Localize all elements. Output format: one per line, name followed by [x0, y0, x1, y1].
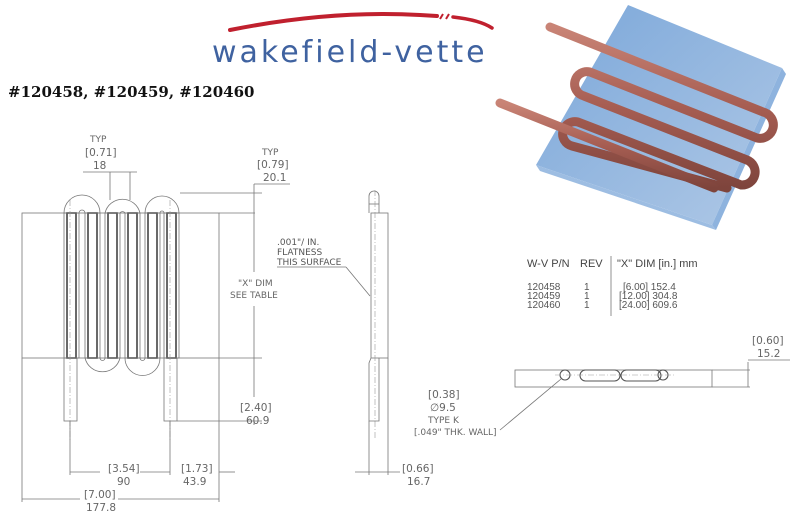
side-view: .001"/ IN. FLATNESS THIS SURFACE [0.66] …: [276, 190, 434, 488]
row-pn: 120458: [527, 282, 561, 293]
row-pn: 120460: [527, 300, 561, 311]
bend-inch: [0.79]: [257, 159, 289, 171]
table-row: 120460 1 [24.00] 609.6: [527, 300, 678, 311]
table-header-pn: W-V P/N: [527, 258, 570, 270]
pitch-mm: 18: [93, 160, 106, 172]
flatness-line2: FLATNESS: [277, 248, 322, 258]
table-header-rev: REV: [580, 258, 603, 270]
tube-wall: [.049" THK. WALL]: [414, 428, 497, 438]
render-tubes: [495, 22, 778, 193]
end-thickness-inch: [0.60]: [752, 335, 784, 347]
logo-arc-tail: [451, 15, 494, 30]
pitch-typ: TYP: [89, 135, 107, 145]
table-row: 120459 1 [12.00] 304.8: [527, 291, 678, 302]
plate-outline: [21, 212, 220, 359]
extension-inch: [2.40]: [240, 402, 272, 414]
logo-arc: [228, 12, 439, 32]
side-plate: [370, 212, 389, 359]
row-dim: [24.00] 609.6: [619, 300, 678, 311]
cold-plate-render: [495, 5, 786, 230]
offset-mm: 43.9: [183, 476, 206, 488]
tube-od-mm: ∅9.5: [430, 402, 456, 414]
tube-runs: [63, 194, 180, 440]
flatness-line1: .001"/ IN.: [277, 238, 319, 248]
spacing-mm: 90: [117, 476, 130, 488]
spacing-inch: [3.54]: [108, 463, 140, 475]
tube-od-inch: [0.38]: [428, 389, 460, 401]
flatness-line3: THIS SURFACE: [276, 258, 342, 268]
dimension-table: W-V P/N REV "X" DIM [in.] mm 120458 1 [6…: [527, 256, 698, 316]
front-view: TYP [0.71] 18 TYP [0.79] 20.1 "X" DIM SE…: [21, 135, 290, 514]
bend-typ: TYP: [261, 148, 279, 158]
end-thickness-mm: 15.2: [757, 348, 780, 360]
width-mm: 177.8: [86, 502, 116, 514]
end-plate: [514, 369, 713, 388]
width-inch: [7.00]: [84, 489, 116, 501]
brand-logo: wakefield-vette: [212, 12, 494, 70]
side-thickness-inch: [0.66]: [402, 463, 434, 475]
row-rev: 1: [584, 300, 590, 311]
table-header-xdim: "X" DIM [in.] mm: [617, 258, 698, 270]
bend-mm: 20.1: [263, 172, 286, 184]
row-rev: 1: [584, 282, 590, 293]
part-numbers-title: #120458, #120459, #120460: [8, 83, 254, 101]
row-rev: 1: [584, 291, 590, 302]
pitch-inch: [0.71]: [85, 147, 117, 159]
row-dim: [12.00] 304.8: [619, 291, 678, 302]
table-row: 120458 1 [6.00] 152.4: [527, 282, 676, 293]
x-dim-see-table: SEE TABLE: [230, 291, 278, 301]
x-dim-label: "X" DIM: [238, 279, 273, 289]
render-plate: [536, 5, 782, 225]
row-dim: [6.00] 152.4: [623, 282, 676, 293]
offset-inch: [1.73]: [181, 463, 213, 475]
extension-mm: 60.9: [246, 415, 269, 427]
tube-type: TYPE K: [427, 416, 460, 426]
side-thickness-mm: 16.7: [407, 476, 430, 488]
end-view: [0.60] 15.2 [0.38] ∅9.5 TYPE K [.049" TH…: [414, 335, 790, 438]
brand-name: wakefield-vette: [212, 35, 488, 70]
row-pn: 120459: [527, 291, 561, 302]
